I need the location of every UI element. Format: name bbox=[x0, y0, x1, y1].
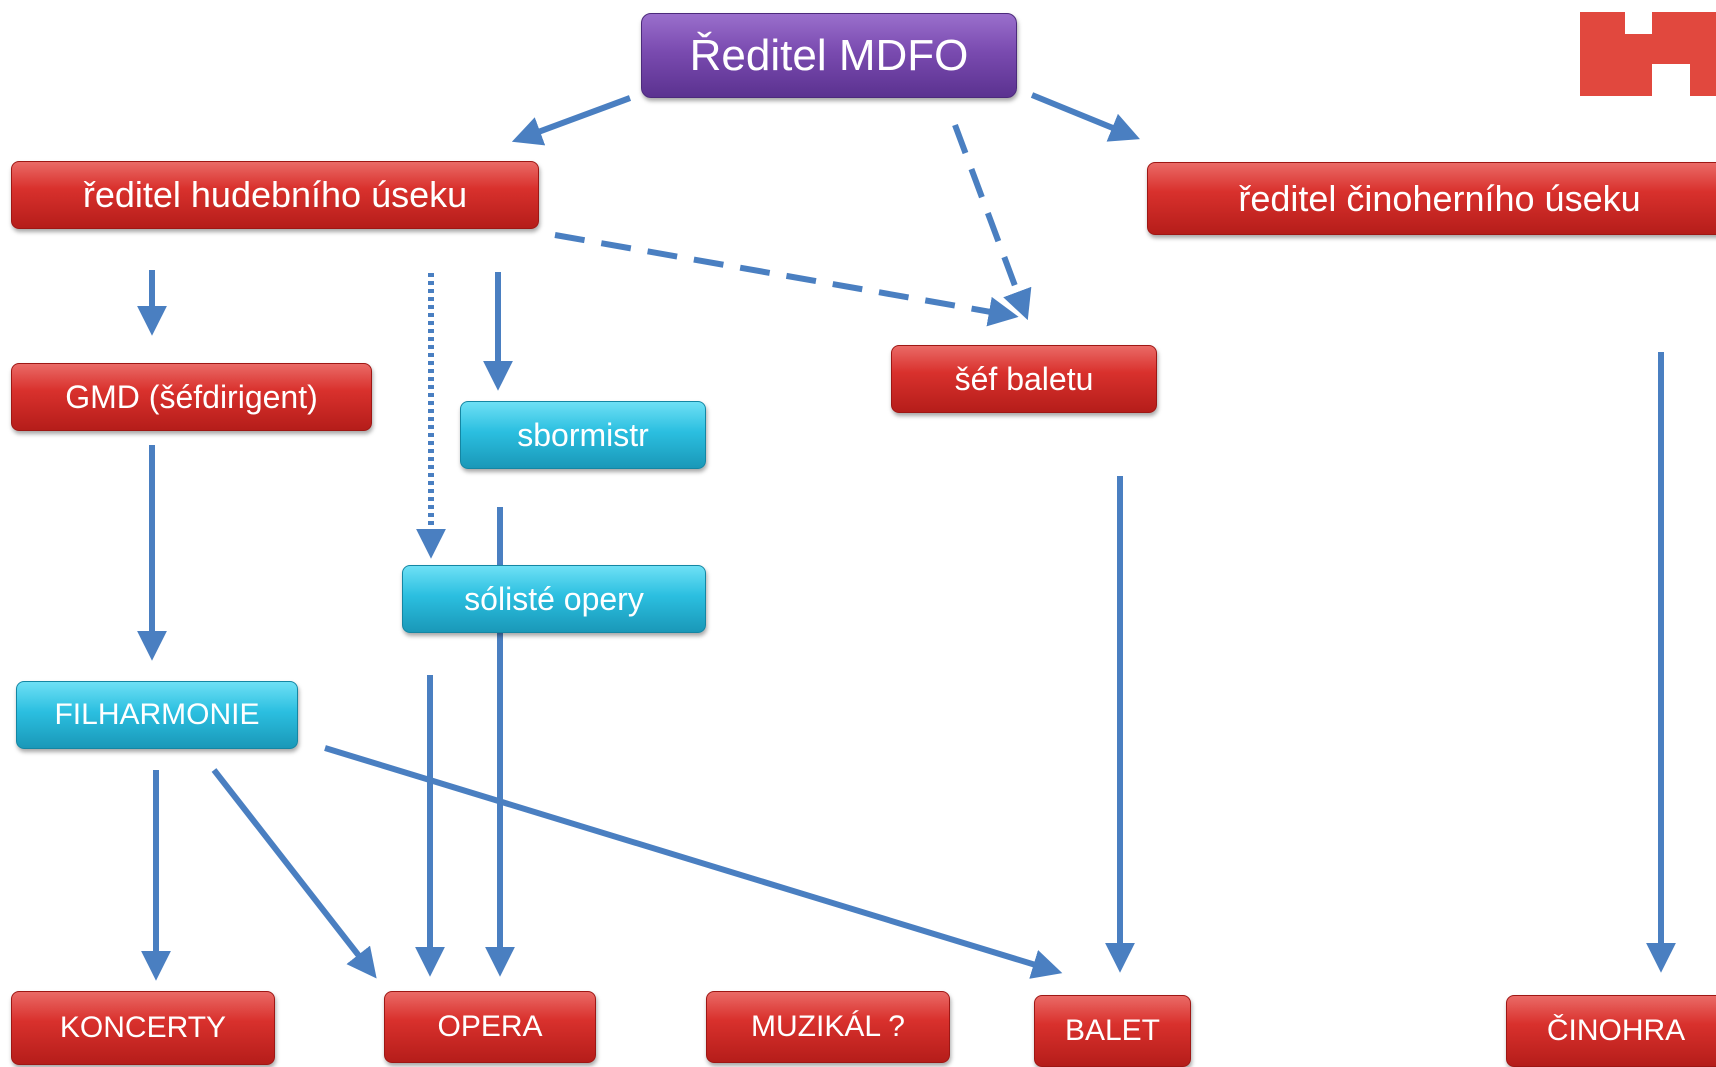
node-choirmaster: sbormistr bbox=[460, 401, 706, 469]
node-label: Ředitel MDFO bbox=[689, 30, 969, 80]
node-label: ředitel hudebního úseku bbox=[82, 174, 468, 215]
node-label: ředitel činoherního úseku bbox=[1238, 177, 1641, 219]
node-label: BALET bbox=[1064, 1014, 1161, 1047]
arrow-philharmonic-to-opera bbox=[211, 768, 377, 979]
arrow-dashed-music-director-to-ballet-chief bbox=[554, 232, 1019, 327]
node-gmd: GMD (šéfdirigent) bbox=[11, 363, 372, 431]
node-label: GMD (šéfdirigent) bbox=[65, 378, 318, 415]
node-label: ČINOHRA bbox=[1546, 1014, 1686, 1047]
arrow-dashed-director-to-ballet-chief bbox=[952, 123, 1032, 321]
node-drama: ČINOHRA bbox=[1506, 995, 1716, 1067]
node-concerts: KONCERTY bbox=[11, 991, 275, 1065]
node-ballet: BALET bbox=[1034, 995, 1191, 1067]
logo-block-3 bbox=[1580, 64, 1652, 96]
node-philharmonic: FILHARMONIE bbox=[16, 681, 298, 749]
arrow-philharmonic-to-ballet bbox=[324, 745, 1063, 979]
node-musical: MUZIKÁL ? bbox=[706, 991, 950, 1063]
logo-block-2 bbox=[1652, 12, 1716, 64]
arrow-director-to-music-director bbox=[511, 95, 632, 146]
logo-block-5 bbox=[1625, 34, 1652, 64]
arrow-director-to-drama-director bbox=[1030, 92, 1140, 142]
node-drama-director: ředitel činoherního úseku bbox=[1147, 162, 1716, 235]
node-opera-soloists: sólisté opery bbox=[402, 565, 706, 633]
logo-block-4 bbox=[1690, 64, 1716, 96]
node-label: FILHARMONIE bbox=[54, 698, 260, 731]
node-label: sbormistr bbox=[517, 416, 649, 453]
node-music-director: ředitel hudebního úseku bbox=[11, 161, 539, 229]
node-director-mdfo: Ředitel MDFO bbox=[641, 13, 1017, 98]
node-label: MUZIKÁL ? bbox=[751, 1010, 905, 1043]
node-label: sólisté opery bbox=[464, 580, 644, 617]
node-label: OPERA bbox=[437, 1010, 543, 1043]
node-label: KONCERTY bbox=[59, 1011, 227, 1044]
logo-block-1 bbox=[1580, 12, 1625, 64]
node-opera: OPERA bbox=[384, 991, 596, 1063]
node-label: šéf baletu bbox=[954, 360, 1094, 397]
node-ballet-chief: šéf baletu bbox=[891, 345, 1157, 413]
